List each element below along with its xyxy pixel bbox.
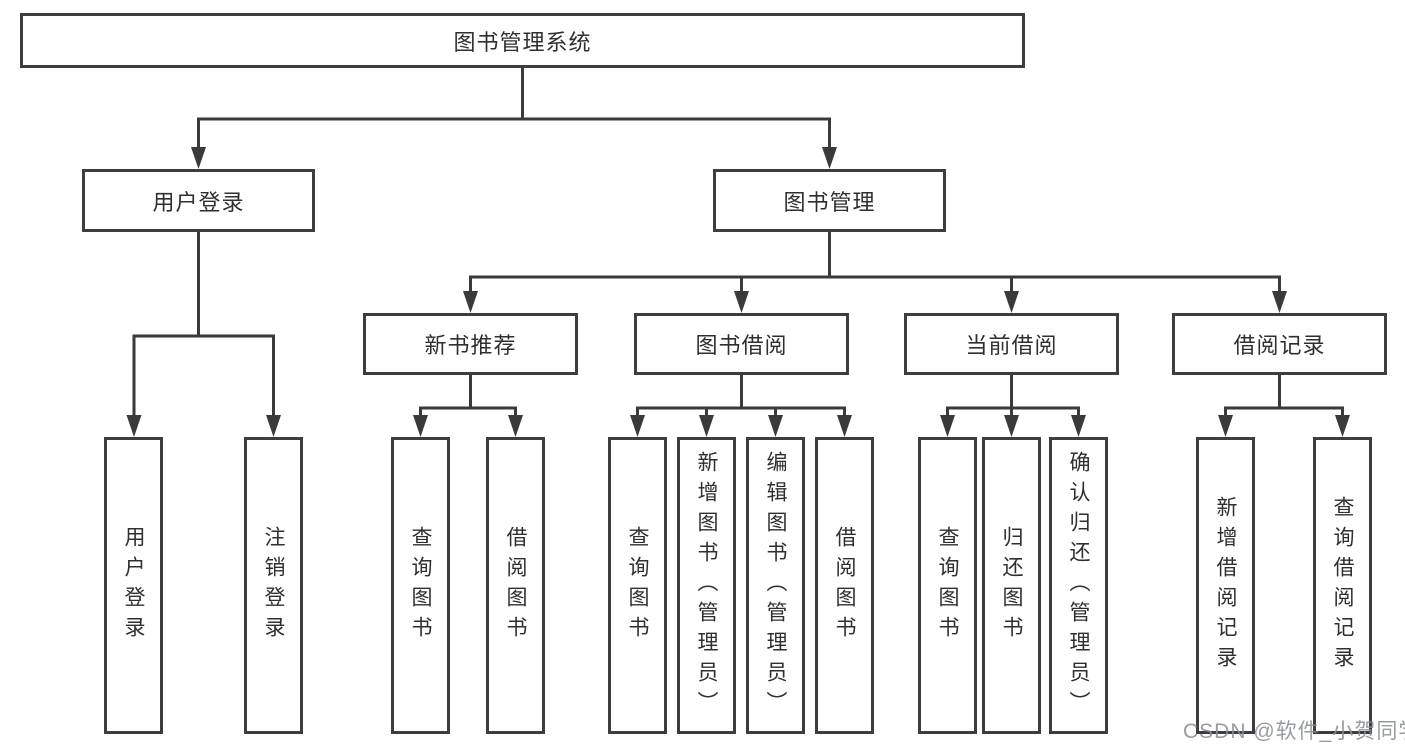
node-new-book-recommend: 新书推荐 [363,313,578,375]
leaf-nb-query-book: 查询图书 [391,437,450,734]
arrow-cb-confirm [1071,415,1086,437]
arrow-leaf-logout [266,415,281,437]
leaf-bb-query-book: 查询图书 [608,437,667,734]
arrow-br-add [1218,415,1233,437]
arrow-borrow-record [1272,291,1287,313]
arrow-br-query [1335,415,1350,437]
arrow-cb-query [940,415,955,437]
leaf-logout: 注销登录 [244,437,303,734]
node-user-login: 用户登录 [82,169,315,232]
node-book-borrow: 图书借阅 [634,313,849,375]
arrow-user-login [191,147,206,169]
node-current-borrow: 当前借阅 [904,313,1119,375]
arrow-leaf-login [126,415,142,437]
arrow-book-borrow [734,291,749,313]
arrowheads [126,147,1350,437]
leaf-bb-add-book-admin: 新增图书（管理员） [677,437,736,734]
node-book-management: 图书管理 [713,169,946,232]
arrow-bb-edit [768,415,783,437]
arrow-book-mgmt [822,147,837,169]
arrow-current-borrow [1004,291,1019,313]
arrow-bb-query [630,415,645,437]
leaf-cb-confirm-return-admin: 确认归还（管理员） [1049,437,1108,734]
leaf-bb-edit-book-admin: 编辑图书（管理员） [746,437,805,734]
arrow-nb-borrow [508,415,523,437]
leaf-bb-borrow-book: 借阅图书 [815,437,874,734]
arrow-bb-add [699,415,714,437]
leaf-br-query-record: 查询借阅记录 [1313,437,1372,734]
node-borrow-record: 借阅记录 [1172,313,1387,375]
arrow-cb-return [1004,415,1019,437]
leaf-nb-borrow-book: 借阅图书 [486,437,545,734]
arrow-bb-borrow [837,415,852,437]
leaf-cb-return-book: 归还图书 [982,437,1041,734]
leaf-user-login: 用户登录 [104,437,163,734]
arrow-new-book [463,291,478,313]
node-library-system: 图书管理系统 [20,13,1025,68]
leaf-cb-query-book: 查询图书 [918,437,977,734]
leaf-br-add-record: 新增借阅记录 [1196,437,1255,734]
csdn-watermark: CSDN @软件_小贺同学 [1183,720,1405,743]
arrow-nb-query [413,415,428,437]
